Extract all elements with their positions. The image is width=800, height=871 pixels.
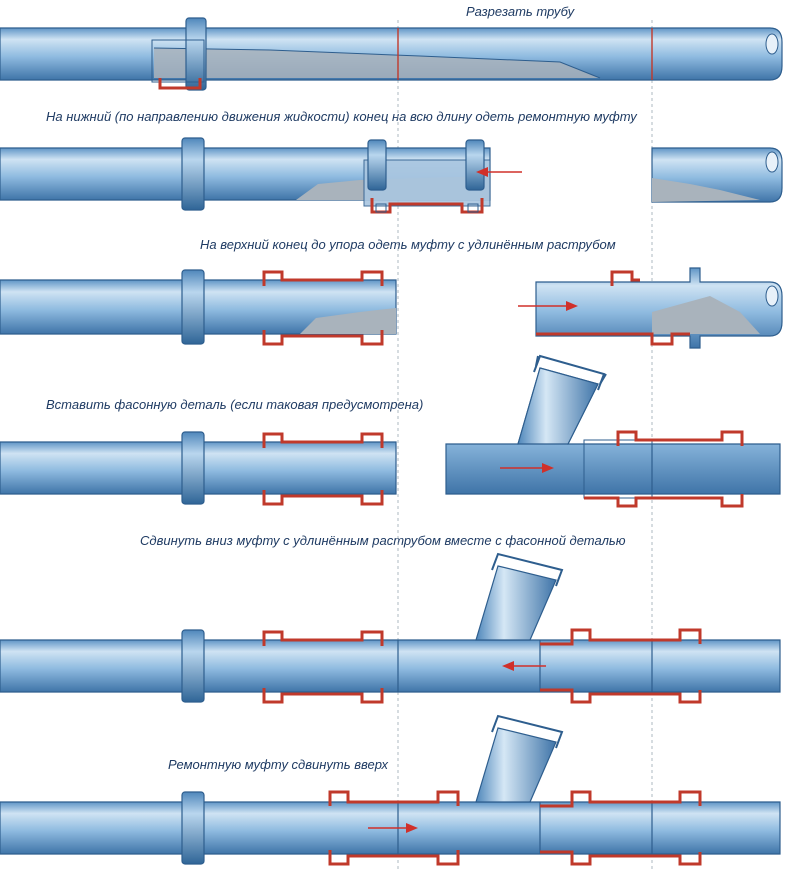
step-5-drawing <box>0 552 781 704</box>
step-2-caption: На нижний (по направлению движения жидко… <box>46 109 637 124</box>
step-1-drawing <box>0 17 783 91</box>
step-1-caption: Разрезать трубу <box>466 4 575 19</box>
step-3-caption: На верхний конец до упора одеть муфту с … <box>200 237 616 252</box>
step-4-drawing <box>0 354 781 508</box>
flow-arrow-icon <box>518 301 578 311</box>
flow-arrow-icon <box>368 823 418 833</box>
flow-arrow-icon <box>476 167 522 177</box>
step-2-drawing <box>0 137 783 214</box>
flow-arrow-icon <box>502 661 546 671</box>
step-4-caption: Вставить фасонную деталь (если таковая п… <box>46 397 424 412</box>
step-5-caption: Сдвинуть вниз муфту с удлинённым раструб… <box>140 533 626 548</box>
flow-arrow-icon <box>500 463 554 473</box>
step-6-caption: Ремонтную муфту сдвинуть вверх <box>168 757 389 772</box>
step-3-drawing <box>0 267 783 349</box>
step-6-drawing <box>0 714 781 866</box>
